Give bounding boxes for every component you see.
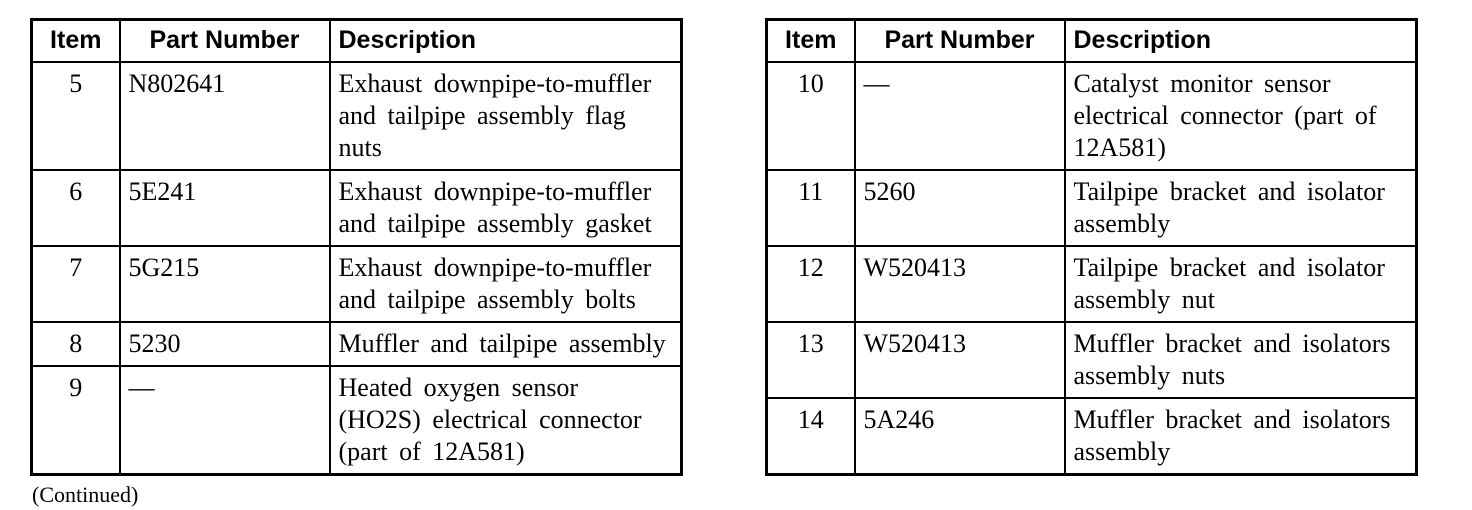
- cell-item: 10: [765, 60, 856, 171]
- continued-note: (Continued): [32, 481, 139, 507]
- parts-table-right-block: Item Part Number Description 10 — Cataly…: [765, 18, 1418, 476]
- cell-item: 12: [765, 244, 856, 323]
- cell-description: Catalyst monitor sensor electrical conne…: [1063, 60, 1418, 171]
- parts-table-left: Item Part Number Description 5 N802641 E…: [30, 18, 683, 476]
- cell-item: 11: [765, 168, 856, 247]
- table-header-row: Item Part Number Description: [30, 18, 683, 63]
- cell-description: Exhaust downpipe-to-muffler and tailpipe…: [328, 244, 683, 323]
- cell-description: Exhaust downpipe-to-muffler and tailpipe…: [328, 168, 683, 247]
- cell-item: 14: [765, 396, 856, 475]
- table-row: 9 — Heated oxygen sensor (HO2S) electric…: [30, 364, 683, 475]
- cell-part-number: W520413: [853, 244, 1066, 323]
- table-row: 8 5230 Muffler and tailpipe assembly: [30, 320, 683, 367]
- cell-part-number: 5E241: [118, 168, 331, 247]
- cell-description: Heated oxygen sensor (HO2S) electrical c…: [328, 364, 683, 475]
- cell-description: Muffler and tailpipe assembly: [328, 320, 683, 367]
- table-header-row: Item Part Number Description: [765, 18, 1418, 63]
- cell-description: Exhaust downpipe-to-muffler and tailpipe…: [328, 60, 683, 171]
- cell-part-number: 5260: [853, 168, 1066, 247]
- cell-description: Muffler bracket and isolators assembly: [1063, 396, 1418, 475]
- table-row: 14 5A246 Muffler bracket and isolators a…: [765, 396, 1418, 475]
- table-row: 12 W520413 Tailpipe bracket and isolator…: [765, 244, 1418, 323]
- cell-description: Muffler bracket and isolators assembly n…: [1063, 320, 1418, 399]
- column-header-description: Description: [1063, 18, 1418, 63]
- table-row: 6 5E241 Exhaust downpipe-to-muffler and …: [30, 168, 683, 247]
- cell-part-number: W520413: [853, 320, 1066, 399]
- column-header-item: Item: [765, 18, 856, 63]
- cell-item: 7: [30, 244, 121, 323]
- cell-part-number: N802641: [118, 60, 331, 171]
- table-row: 5 N802641 Exhaust downpipe-to-muffler an…: [30, 60, 683, 171]
- cell-part-number: —: [853, 60, 1066, 171]
- table-row: 11 5260 Tailpipe bracket and isolator as…: [765, 168, 1418, 247]
- cell-description: Tailpipe bracket and isolator assembly: [1063, 168, 1418, 247]
- cell-item: 8: [30, 320, 121, 367]
- table-row: 13 W520413 Muffler bracket and isolators…: [765, 320, 1418, 399]
- cell-item: 5: [30, 60, 121, 171]
- cell-item: 9: [30, 364, 121, 475]
- cell-description: Tailpipe bracket and isolator assembly n…: [1063, 244, 1418, 323]
- table-row: 7 5G215 Exhaust downpipe-to-muffler and …: [30, 244, 683, 323]
- parts-list-page: Item Part Number Description 5 N802641 E…: [30, 18, 1418, 508]
- column-header-part-number: Part Number: [853, 18, 1066, 63]
- cell-part-number: 5A246: [853, 396, 1066, 475]
- cell-item: 6: [30, 168, 121, 247]
- parts-table-left-block: Item Part Number Description 5 N802641 E…: [30, 18, 683, 508]
- cell-part-number: —: [118, 364, 331, 475]
- cell-item: 13: [765, 320, 856, 399]
- column-header-item: Item: [30, 18, 121, 63]
- parts-table-right: Item Part Number Description 10 — Cataly…: [765, 18, 1418, 476]
- column-header-description: Description: [328, 18, 683, 63]
- cell-part-number: 5G215: [118, 244, 331, 323]
- table-row: 10 — Catalyst monitor sensor electrical …: [765, 60, 1418, 171]
- column-header-part-number: Part Number: [118, 18, 331, 63]
- cell-part-number: 5230: [118, 320, 331, 367]
